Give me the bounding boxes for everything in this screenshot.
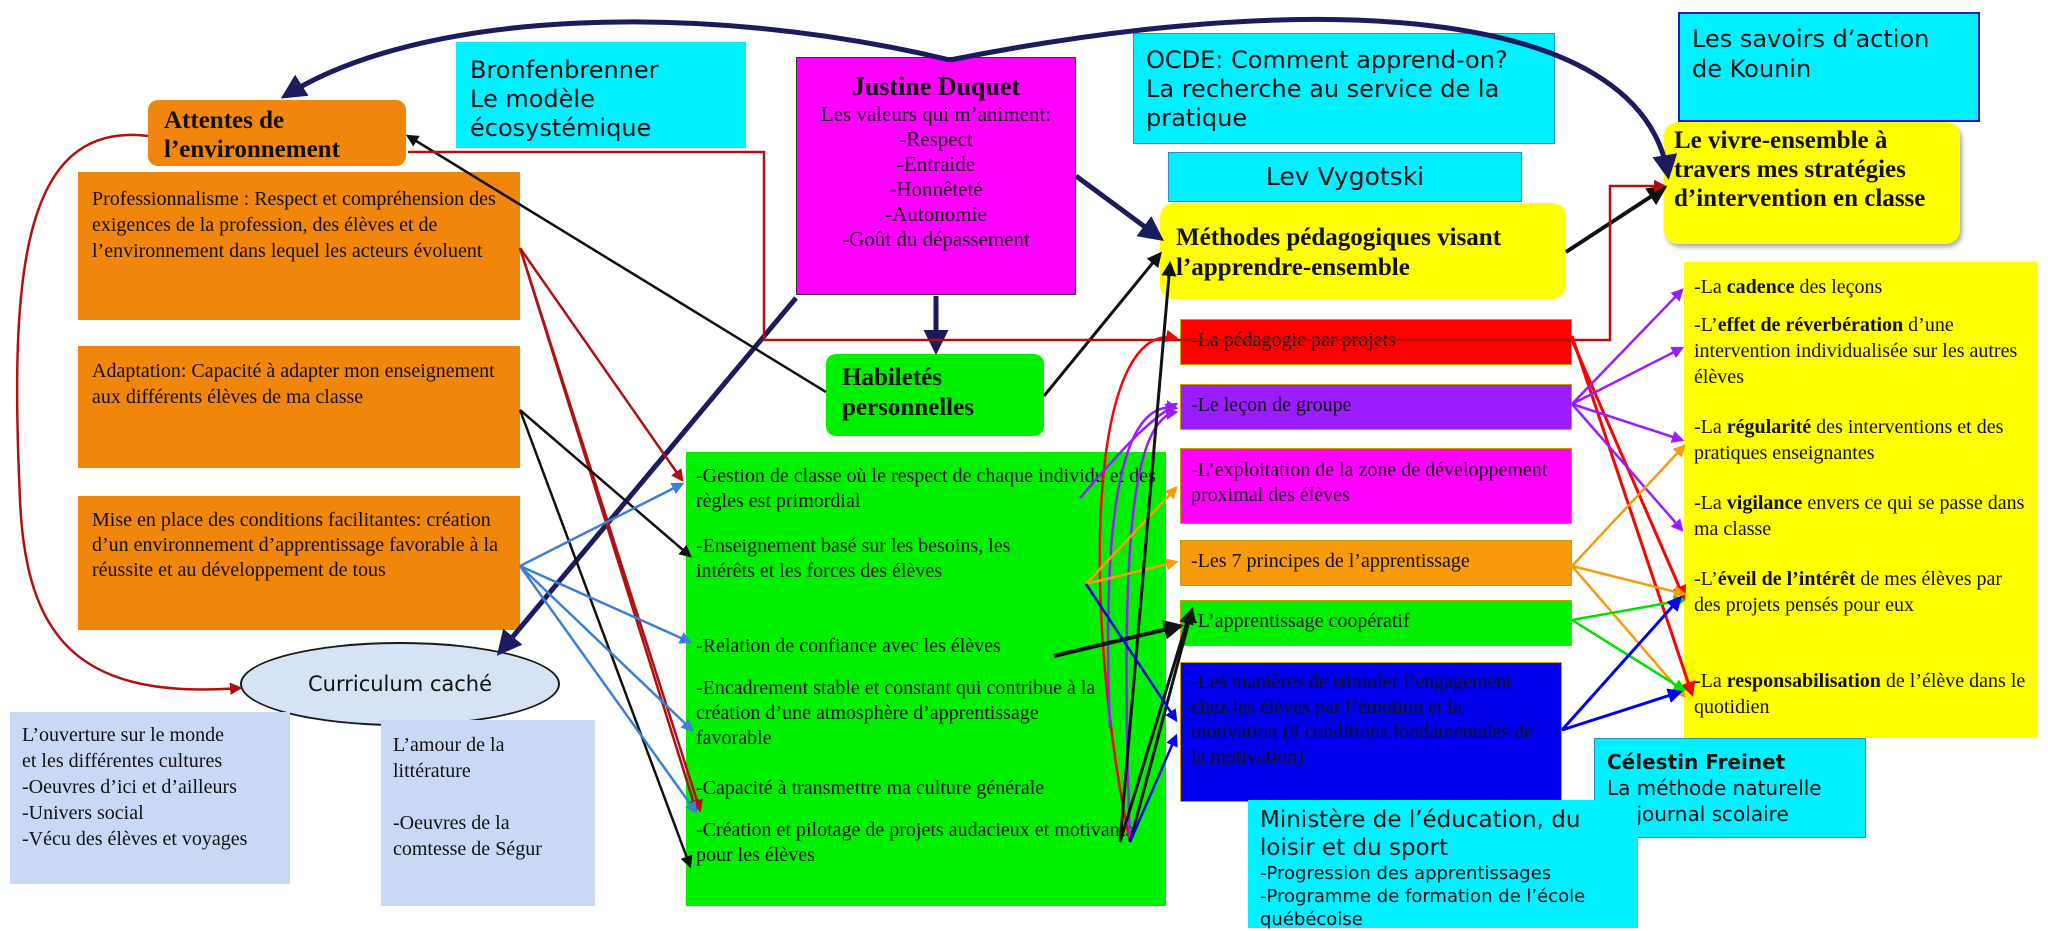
kounin-item: -La cadence des leçons: [1694, 276, 1883, 298]
duquet-subtitle: Les valeurs qui m’animent:: [820, 102, 1052, 126]
adaptation-text: Adaptation: Capacité à adapter mon ensei…: [92, 360, 495, 408]
kounin-item: -La responsabilisation de l’élève dans l…: [1694, 670, 2026, 718]
curriculum-cache-ellipse: Curriculum caché: [240, 642, 560, 726]
method-7-principes: -Les 7 principes de l’apprentissage: [1180, 540, 1572, 586]
amour-line: L’amour de la: [393, 734, 505, 756]
duquet-value: -Autonomie: [885, 202, 987, 226]
competences-green-box: -Gestion de classe où le respect de chaq…: [686, 452, 1166, 906]
method-text: -La pédagogie par projets: [1191, 329, 1396, 351]
professionnalisme-box: Professionnalisme : Respect et compréhen…: [78, 172, 520, 320]
kounin-text: Les savoirs d’action de Kounin: [1692, 25, 1930, 83]
method-engagement: -Les manières de stimuler l’engagement c…: [1180, 662, 1562, 802]
method-text: -L’exploitation de la zone de développem…: [1191, 459, 1548, 506]
method-text: -Les manières de stimuler l’engagement c…: [1191, 671, 1534, 768]
competence-item: -Gestion de classe où le respect de chaq…: [696, 465, 1156, 512]
amour-line: littérature: [393, 760, 471, 782]
vygotski-text: Lev Vygotski: [1265, 162, 1425, 191]
competence-item: -Capacité à transmettre ma culture génér…: [696, 777, 1045, 799]
competence-item: -Enseignement basé sur les besoins, les …: [696, 535, 1011, 582]
ministere-title: Ministère de l’éducation, du loisir et d…: [1260, 807, 1581, 861]
amour-line: [393, 784, 583, 810]
methodes-text: Méthodes pédagogiques visant l’apprendre…: [1176, 224, 1502, 281]
professionnalisme-text: Professionnalisme : Respect et compréhen…: [92, 188, 496, 262]
attentes-line-2: l’environnement: [164, 136, 340, 163]
competence-item: -Relation de confiance avec les élèves: [696, 635, 1001, 657]
kounin-box: Les savoirs d’action de Kounin: [1678, 12, 1980, 122]
ministere-line-1: -Progression des apprentissages: [1260, 863, 1552, 884]
kounin-item: -L’effet de réverbération d’une interven…: [1694, 314, 2018, 388]
kounin-item: -La vigilance envers ce qui se passe dan…: [1694, 492, 2025, 540]
habiletes-box: Habiletés personnelles: [826, 354, 1044, 436]
ouverture-line: L’ouverture sur le monde: [22, 724, 224, 746]
bronfenbrenner-line-2: Le modèle: [470, 85, 595, 113]
method-pedagogie-projets: -La pédagogie par projets: [1180, 319, 1572, 365]
duquet-value: -Respect: [899, 127, 973, 151]
duquet-value: -Goût du dépassement: [842, 227, 1030, 251]
ocde-text: OCDE: Comment apprend-on? La recherche a…: [1146, 46, 1508, 132]
freinet-box: Célestin Freinet La méthode naturelle Le…: [1594, 738, 1866, 838]
justine-duquet-box: Justine Duquet Les valeurs qui m’animent…: [796, 57, 1076, 295]
bronfenbrenner-line-1: Bronfenbrenner: [470, 56, 659, 84]
duquet-value: -Honnêteté: [889, 177, 983, 201]
vivre-ensemble-text: Le vivre-ensemble à travers mes stratégi…: [1674, 127, 1926, 212]
ouverture-line: -Univers social: [22, 802, 144, 824]
amour-line: -Oeuvres de la: [393, 812, 510, 834]
vygotski-box: Lev Vygotski: [1168, 152, 1522, 202]
ocde-box: OCDE: Comment apprend-on? La recherche a…: [1133, 33, 1555, 144]
method-apprentissage-cooperatif: -L’apprentissage coopératif: [1180, 600, 1572, 646]
ouverture-line: -Oeuvres d’ici et d’ailleurs: [22, 776, 237, 798]
curriculum-text: Curriculum caché: [307, 672, 493, 696]
habiletes-line-2: personnelles: [842, 394, 974, 421]
method-text: -L’apprentissage coopératif: [1191, 610, 1410, 632]
freinet-title: Célestin Freinet: [1607, 750, 1786, 774]
habiletes-line-1: Habiletés: [842, 364, 942, 391]
attentes-line-1: Attentes de: [164, 107, 285, 134]
conditions-text: Mise en place des conditions facilitante…: [92, 509, 498, 581]
ministere-line-2: -Programme de formation de l’école québé…: [1260, 886, 1586, 930]
kounin-items-box: -La cadence des leçons -L’effet de réver…: [1684, 262, 2038, 738]
bronfenbrenner-line-3: écosystémique: [470, 114, 652, 142]
method-text: -Les 7 principes de l’apprentissage: [1191, 550, 1470, 572]
freinet-line-1: La méthode naturelle: [1607, 776, 1822, 800]
amour-litterature-box: L’amour de la littérature -Oeuvres de la…: [381, 720, 595, 906]
duquet-value: -Entraide: [896, 152, 976, 176]
method-lecon-groupe: -Le leçon de groupe: [1180, 384, 1572, 430]
ministere-box: Ministère de l’éducation, du loisir et d…: [1248, 800, 1638, 930]
ouverture-line: et les différentes cultures: [22, 750, 223, 772]
ouverture-line: -Vécu des élèves et voyages: [22, 828, 248, 850]
method-text: -Le leçon de groupe: [1191, 394, 1352, 416]
bronfenbrenner-box: Bronfenbrenner Le modèle écosystémique: [456, 42, 746, 148]
attentes-environnement-box: Attentes de l’environnement: [148, 100, 406, 166]
freinet-line-2: Le journal scolaire: [1607, 802, 1789, 826]
duquet-title: Justine Duquet: [851, 72, 1021, 101]
methodes-box: Méthodes pédagogiques visant l’apprendre…: [1160, 203, 1566, 299]
kounin-item: -L’éveil de l’intérêt de mes élèves par …: [1694, 568, 2003, 616]
competence-item: -Création et pilotage de projets audacie…: [696, 819, 1134, 866]
kounin-item: -La régularité des interventions et des …: [1694, 416, 2004, 464]
method-zone-developpement: -L’exploitation de la zone de développem…: [1180, 448, 1572, 524]
competence-item: -Encadrement stable et constant qui cont…: [696, 677, 1096, 749]
conditions-box: Mise en place des conditions facilitante…: [78, 496, 520, 630]
adaptation-box: Adaptation: Capacité à adapter mon ensei…: [78, 346, 520, 468]
amour-line: comtesse de Ségur: [393, 838, 542, 860]
vivre-ensemble-box: Le vivre-ensemble à travers mes stratégi…: [1664, 122, 1960, 244]
ouverture-box: L’ouverture sur le monde et les différen…: [10, 712, 290, 884]
